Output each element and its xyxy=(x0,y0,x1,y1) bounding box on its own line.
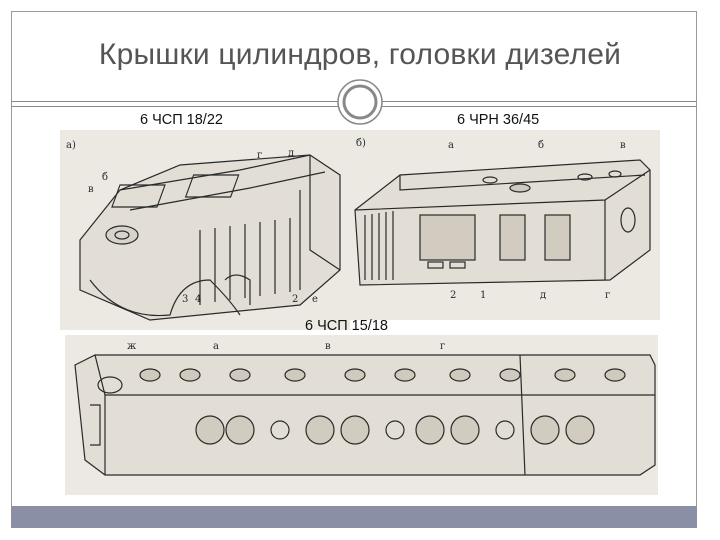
callout-a-4: 4 xyxy=(195,294,201,305)
figure-a-marker: а) xyxy=(66,140,76,151)
callout-b-2: 2 xyxy=(450,290,456,301)
figure-b-marker: б) xyxy=(356,138,366,149)
slide-title: Крышки цилиндров, головки дизелей xyxy=(98,38,622,71)
cylinder-head-c-illustration: ж а в г xyxy=(74,341,656,476)
callout-a-3: 3 xyxy=(182,294,188,305)
cylinder-cover-drawing-a: а) б г д в 3 4 2 е xyxy=(60,130,350,330)
callout-a-d: д xyxy=(288,148,294,159)
circle-ornament-icon xyxy=(337,79,383,125)
callout-a-2: 2 xyxy=(292,294,298,305)
callout-a-b: б xyxy=(102,172,108,183)
footer-bar xyxy=(11,506,697,528)
callout-c-v: в xyxy=(325,341,331,352)
cylinder-cover-a-illustration: а) б г д в 3 4 2 е xyxy=(66,140,341,321)
callout-c-a: а xyxy=(213,341,219,352)
callout-c-zh: ж xyxy=(127,341,137,352)
callout-b-d: д xyxy=(540,290,546,301)
callout-b-b: б xyxy=(538,140,544,151)
cylinder-head-drawing-b: б) а б в 1 2 д г xyxy=(350,130,660,320)
callout-a-g: г xyxy=(257,150,262,161)
engine-label-a: 6 ЧСП 18/22 xyxy=(140,112,223,128)
callout-b-a: а xyxy=(448,140,454,151)
engine-label-c: 6 ЧСП 15/18 xyxy=(305,318,388,334)
cylinder-head-b-illustration: б) а б в 1 2 д г xyxy=(354,138,651,301)
callout-a-v: в xyxy=(88,184,94,195)
callout-c-g: г xyxy=(440,341,445,352)
callout-b-g: г xyxy=(605,290,610,301)
callout-b-v: в xyxy=(620,140,626,151)
callout-a-e: е xyxy=(312,294,318,305)
engine-label-b: 6 ЧРН 36/45 xyxy=(457,112,540,128)
callout-b-1: 1 xyxy=(480,290,486,301)
cylinder-head-drawing-c: ж а в г xyxy=(65,335,658,495)
